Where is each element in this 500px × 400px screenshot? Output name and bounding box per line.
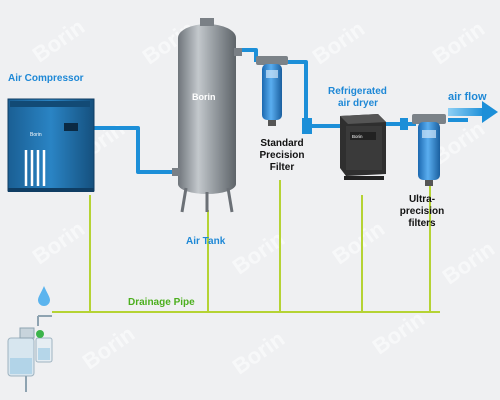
standard-filter-label-line: Standard	[260, 138, 304, 149]
water-drop-icon	[38, 286, 50, 306]
standard-filter-label-line: Precision	[259, 150, 305, 161]
refrigerated-dryer-label-line: air dryer	[338, 98, 379, 109]
ultra-filters-label: Ultra- precision filters	[392, 194, 452, 230]
ultra-filters-label-line: filters	[408, 218, 436, 229]
standard-filter-label-line: Filter	[269, 162, 295, 173]
pipe-coupling	[302, 118, 312, 134]
air-flow-label: air flow	[448, 91, 487, 103]
tank-logo: Borin	[192, 92, 216, 102]
dryer-logo: Borin	[352, 134, 363, 139]
refrigerated-dryer-label-line: Refrigerated	[328, 86, 387, 97]
ultra-precision-filter	[412, 114, 446, 186]
ultra-filters-label-line: Ultra-	[408, 194, 436, 205]
condensate-drain-unit	[7, 286, 53, 392]
air-pipe-filter-to-dryer	[286, 60, 340, 128]
compressor-stripes	[24, 150, 46, 186]
refrigerated-air-dryer: Borin	[340, 114, 386, 180]
pipe-coupling	[400, 118, 408, 130]
air-flow-arrow	[448, 101, 498, 123]
compressor-logo: Borin	[30, 132, 42, 138]
tank-legs	[180, 187, 234, 213]
air-compressor: Borin	[7, 98, 95, 192]
compressor-control-panel	[64, 123, 78, 131]
air-tank-label: Air Tank	[186, 236, 226, 247]
drain-pipes	[52, 180, 440, 313]
refrigerated-dryer-label: Refrigerated air dryer	[328, 86, 387, 110]
air-compressor-label: Air Compressor	[8, 73, 84, 84]
air-pipe-compressor-to-tank	[92, 126, 180, 174]
air-tank: Borin	[172, 18, 242, 213]
standard-filter-label: Standard Precision Filter	[254, 138, 310, 174]
standard-precision-filter	[256, 56, 288, 126]
ultra-filters-label-line: precision	[399, 206, 445, 217]
drainage-pipe-label: Drainage Pipe	[128, 297, 195, 308]
